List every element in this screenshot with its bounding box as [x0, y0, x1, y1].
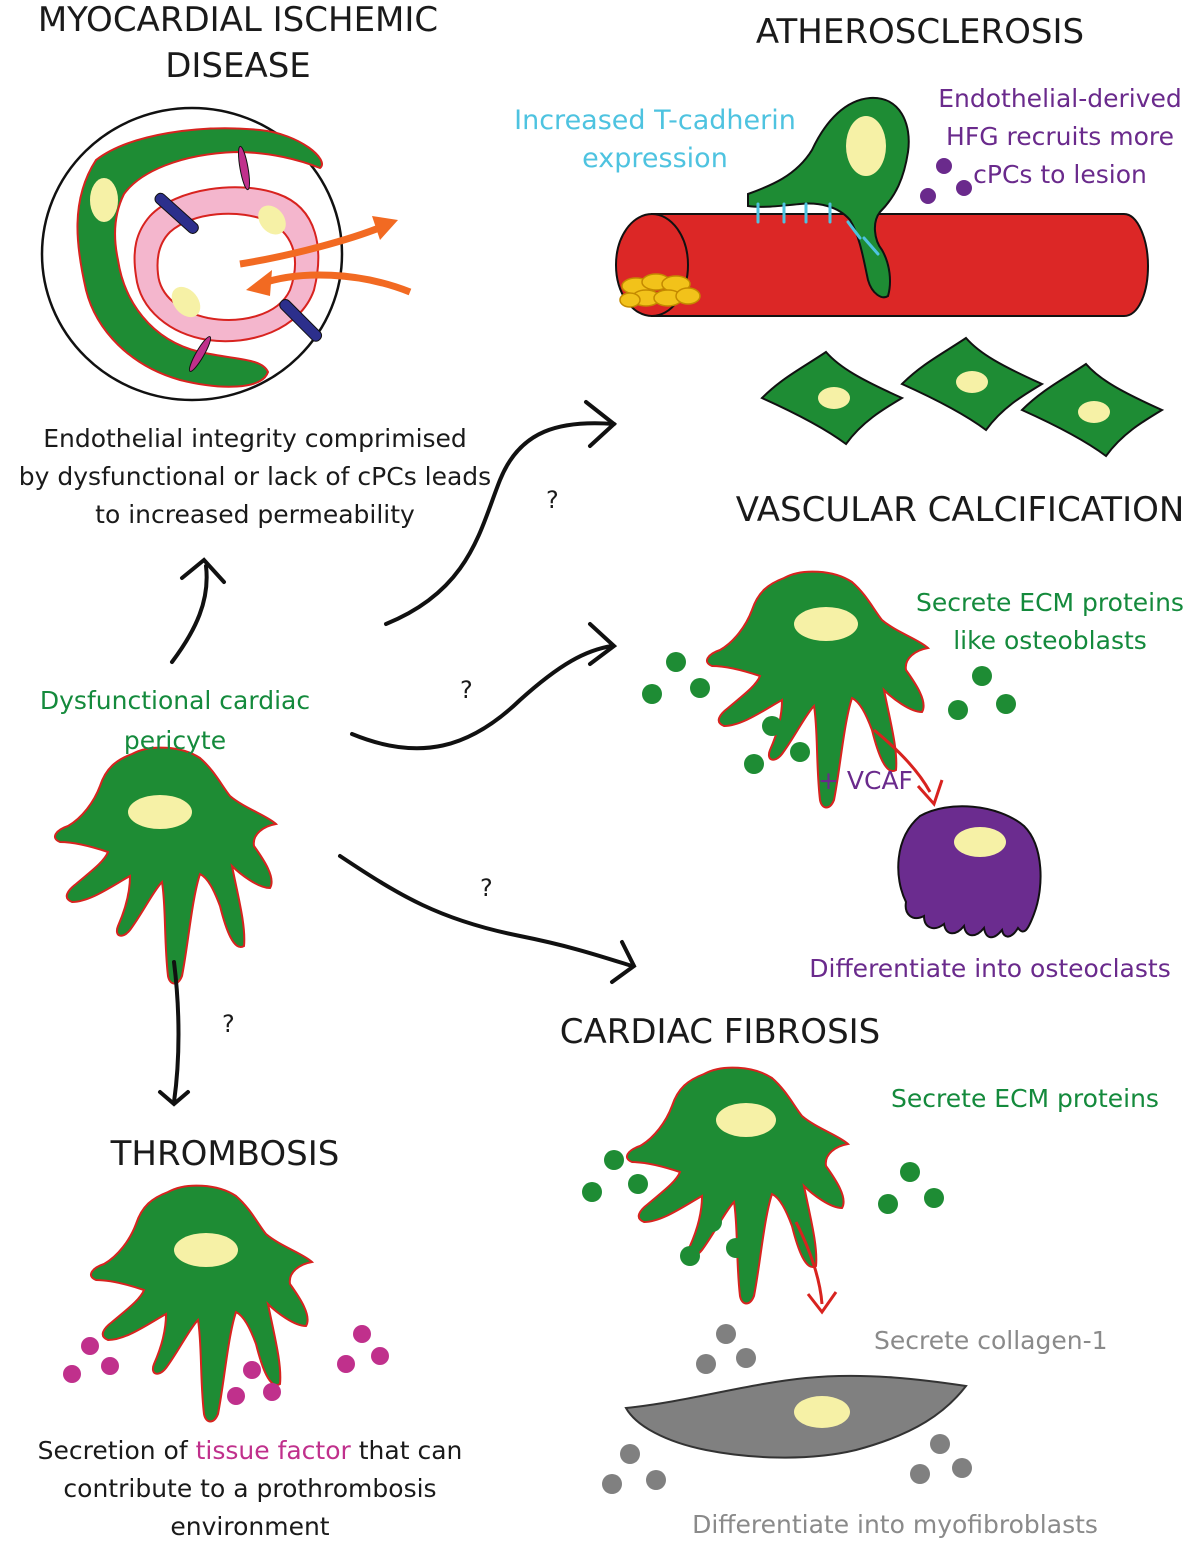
arrowhead-fibrosis: [610, 940, 637, 984]
ecm-proteins: [582, 1150, 944, 1266]
junction-pink: [188, 336, 212, 372]
osteoclast: [897, 805, 1042, 939]
collagen-label: Secrete collagen-1: [874, 1326, 1108, 1355]
endothelial-nucleus: [171, 286, 201, 318]
cardiac-fibrosis-title: CARDIAC FIBROSIS: [559, 1012, 881, 1052]
hfg-label-line3: cPCs to lesion: [973, 160, 1147, 189]
myofibroblast-label: Differentiate into myofibroblasts: [692, 1510, 1098, 1539]
arrowhead-ischemic: [180, 557, 226, 584]
junction-blue: [154, 192, 199, 234]
thrombosis-title: THROMBOSIS: [110, 1134, 340, 1174]
ischemic-vessel-illustration: [40, 106, 412, 402]
t-cadherin-junctions: [756, 202, 880, 256]
fibrosis-ecm-label: Secrete ECM proteins: [891, 1084, 1159, 1113]
atherosclerosis-title: ATHEROSCLEROSIS: [755, 12, 1085, 52]
permeability-arrow: [258, 271, 412, 296]
pericyte-wrap: [76, 127, 323, 388]
arrowhead-thrombosis: [158, 1090, 190, 1107]
arrow-to-calcification: [350, 644, 614, 751]
differentiation-arrowhead: [916, 779, 944, 807]
tf-pre: Secretion of: [37, 1436, 196, 1465]
tissue-factor-highlight: tissue factor: [195, 1436, 351, 1465]
endothelial-nuclei: [818, 371, 1110, 423]
lipid-deposit: [619, 273, 701, 308]
atherosclerosis-illustration: [615, 96, 1163, 457]
t-cadherin-label-line2: expression: [582, 143, 728, 174]
arrowhead-calcification: [588, 622, 618, 666]
arrow-to-ischemic: [170, 564, 209, 664]
arrow-to-atherosclerosis: [384, 421, 616, 626]
arrow-to-thrombosis: [172, 960, 181, 1104]
hfg-label-line1: Endothelial-derived: [938, 84, 1182, 113]
collagen-molecules: [602, 1324, 972, 1494]
ischemic-title-line1: MYOCARDIAL ISCHEMIC: [37, 0, 439, 40]
differentiation-arrow: [794, 1221, 824, 1305]
junction-pink: [238, 145, 250, 191]
center-label-line1: Dysfunctional cardiac: [39, 686, 311, 715]
ecm-osteoblast-label-line1: Secrete ECM proteins: [916, 588, 1184, 617]
endothelial-nucleus: [258, 205, 286, 235]
osteoclast-label: Differentiate into osteoclasts: [809, 954, 1171, 983]
pericyte-nucleus: [794, 607, 858, 641]
pericyte-nucleus: [174, 1233, 238, 1267]
center-label-line2: pericyte: [123, 726, 227, 755]
ischemic-description-line2: by dysfunctional or lack of cPCs leads: [18, 462, 492, 491]
pericyte-nucleus: [846, 116, 886, 176]
blood-vessel: [651, 213, 1150, 317]
question-mark-thrombosis: ?: [222, 1010, 235, 1038]
calcification-illustration: [642, 570, 1042, 939]
pericyte-nucleus: [90, 178, 118, 222]
ischemic-title-line2: DISEASE: [165, 46, 311, 86]
differentiation-arrowhead: [806, 1291, 838, 1315]
ecm-proteins: [642, 652, 1016, 774]
thrombosis-illustration: [63, 1184, 389, 1423]
thrombosis-description-line3: environment: [170, 1512, 330, 1541]
hfg-label-line2: HFG recruits more: [946, 122, 1174, 151]
thrombosis-description-line2: contribute to a prothrombosis: [63, 1474, 437, 1503]
fibrosis-illustration: [582, 1066, 972, 1494]
arrow-to-fibrosis: [338, 854, 634, 968]
pericyte-nucleus: [716, 1103, 776, 1137]
junction-blue: [279, 298, 323, 342]
permeability-arrowhead: [246, 270, 272, 296]
thrombosis-pericyte: [89, 1184, 314, 1423]
tissue-factor-molecules: [63, 1325, 389, 1405]
vcaf-label: + VCAF: [818, 766, 913, 795]
t-cadherin-label-line1: Increased T-cadherin: [514, 105, 796, 136]
arrowhead-atherosclerosis: [584, 400, 618, 448]
permeability-arrowhead: [372, 216, 398, 240]
differentiation-arrow: [873, 728, 932, 793]
ecm-osteoblast-label-line2: like osteoblasts: [953, 626, 1147, 655]
pathway-arrows: [158, 400, 637, 1107]
ischemic-description-line3: to increased permeability: [95, 500, 415, 529]
question-mark-fibrosis: ?: [480, 874, 493, 902]
dysfunctional-pericyte: [53, 746, 278, 985]
osteoclast-nucleus: [954, 827, 1006, 857]
permeability-arrow: [239, 222, 386, 268]
tf-post: that can: [350, 1436, 463, 1465]
hfg-molecules: [920, 158, 972, 204]
question-mark-atherosclerosis: ?: [546, 486, 559, 514]
question-mark-calcification: ?: [460, 676, 473, 704]
ischemic-description-line1: Endothelial integrity comprimised: [43, 424, 467, 453]
thrombosis-description-line1: Secretion of tissue factor that can: [0, 1432, 500, 1470]
myofibroblast-nucleus: [794, 1396, 850, 1428]
vascular-calcification-title: VASCULAR CALCIFICATION: [735, 490, 1185, 530]
